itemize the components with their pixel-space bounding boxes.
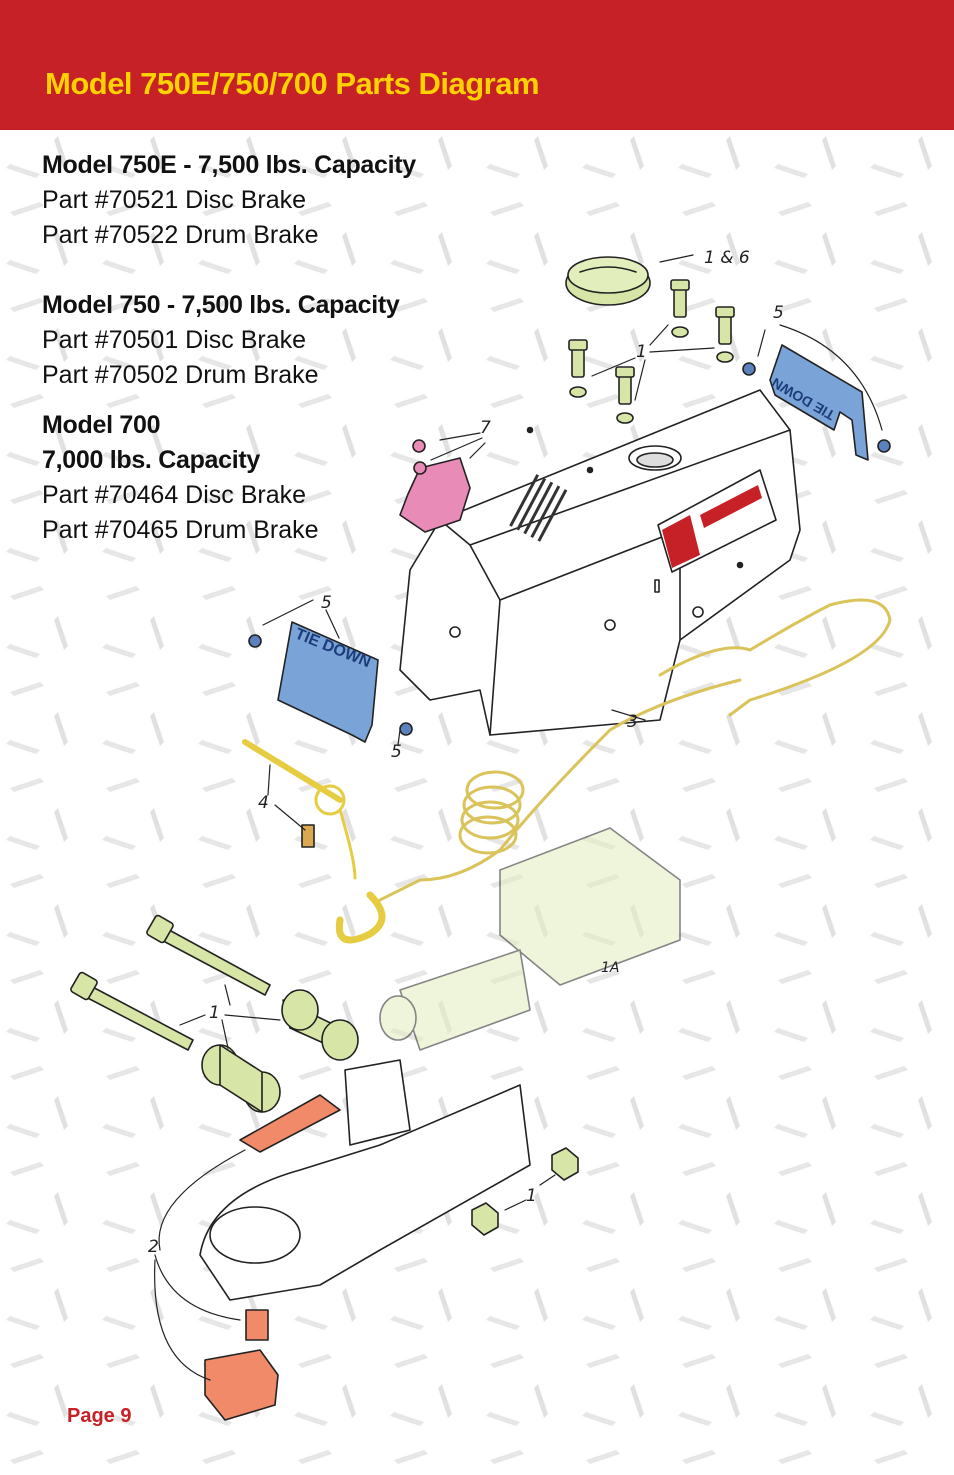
callout-7: 7: [480, 418, 491, 438]
model-750-heading: Model 750 - 7,500 lbs. Capacity: [42, 291, 400, 319]
callout-4: 4: [258, 793, 269, 813]
model-750e-disc-part: Part #70521 Disc Brake: [42, 186, 307, 214]
model-750-decal: [657, 469, 777, 573]
actuator-housing: [399, 389, 801, 736]
callout-5-left: 5: [321, 593, 332, 613]
coupler-bolts: [70, 914, 271, 1051]
latch-parts: [204, 1309, 279, 1421]
coupler-nuts: [471, 1147, 579, 1236]
model-700-disc-part: Part #70464 Disc Brake: [42, 481, 307, 509]
housing-bolts: [568, 279, 735, 424]
model-700-capacity: 7,000 lbs. Capacity: [42, 446, 261, 474]
model-list: Model 750E - 7,500 lbs. Capacity Part #7…: [42, 148, 416, 548]
tie-down-bracket-left: [248, 621, 413, 743]
page-header: Model 750E/750/700 Parts Diagram: [0, 0, 954, 130]
callout-5-lower: 5: [391, 742, 402, 762]
callout-lines: [154, 254, 883, 1381]
model-750-drum-part: Part #70502 Drum Brake: [42, 361, 319, 389]
tie-down-bracket-right: [742, 344, 891, 461]
page-number: Page 9: [67, 1405, 132, 1427]
pink-bracket: [399, 439, 471, 533]
callout-1-pins: 1: [209, 1003, 220, 1023]
callout-5-right: 5: [773, 303, 784, 323]
breakaway-cable: [335, 598, 892, 944]
safety-pin: [242, 739, 357, 880]
coupler-body: [199, 1059, 531, 1301]
model-750-disc-part: Part #70501 Disc Brake: [42, 326, 307, 354]
master-cylinder-cap: [565, 256, 651, 306]
callout-1-and-6: 1 & 6: [704, 248, 750, 268]
callout-2: 2: [148, 1237, 159, 1257]
page-title: Model 750E/750/700 Parts Diagram: [45, 66, 540, 101]
bushings: [201, 989, 359, 1113]
callout-1-top: 1: [636, 342, 647, 362]
master-cylinder: [379, 827, 681, 1051]
model-700-heading: Model 700: [42, 411, 161, 439]
model-750e-drum-part: Part #70522 Drum Brake: [42, 221, 319, 249]
callout-1-nuts: 1: [526, 1186, 537, 1206]
model-750e-heading: Model 750E - 7,500 lbs. Capacity: [42, 151, 416, 179]
capacity-stamp: [509, 474, 568, 542]
callout-1a: 1A: [601, 960, 619, 976]
callout-3: 3: [627, 712, 638, 732]
model-700-drum-part: Part #70465 Drum Brake: [42, 516, 319, 544]
